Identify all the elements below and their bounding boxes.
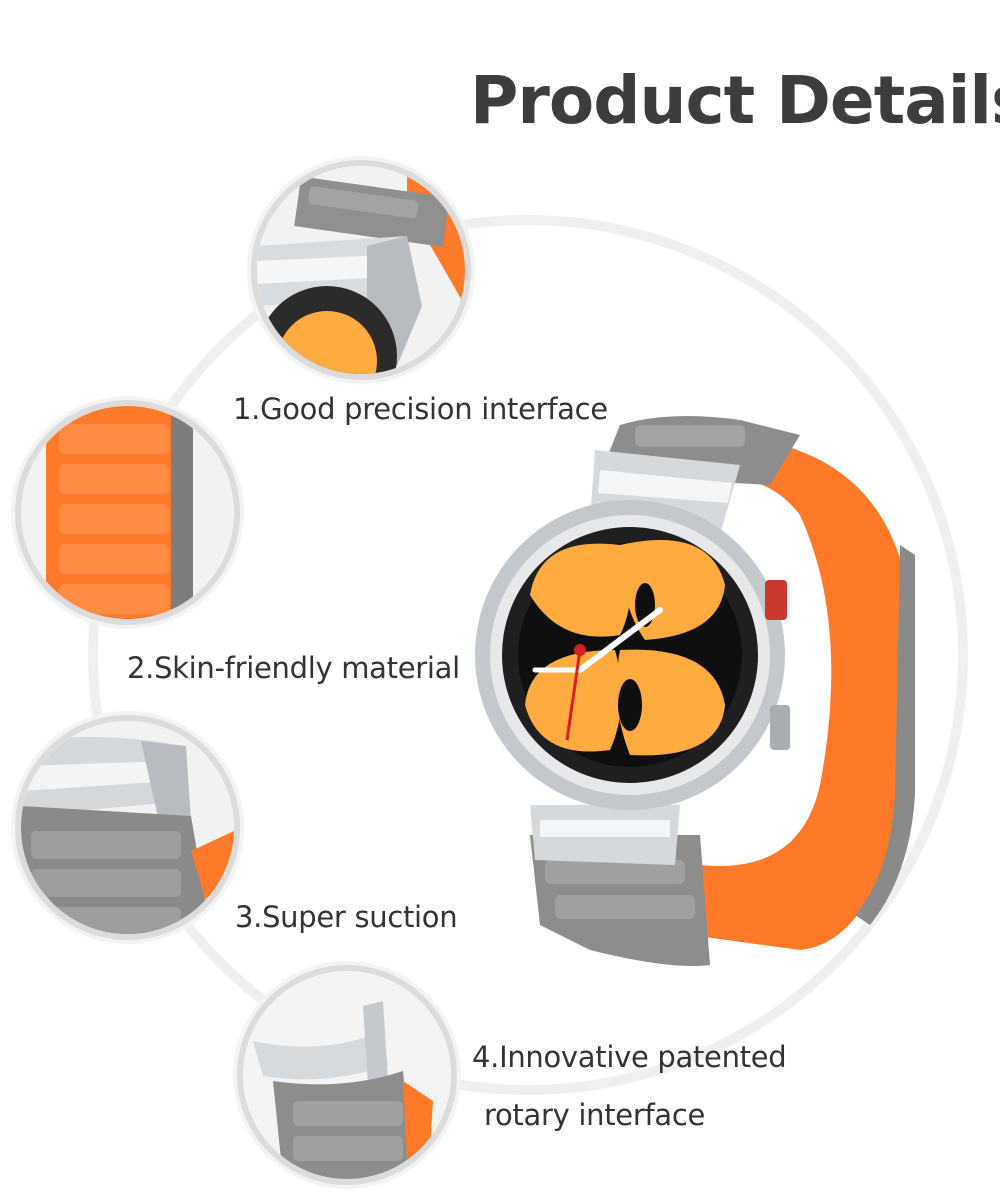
detail-image-precision-interface bbox=[251, 160, 471, 380]
feature-label-rotary-interface-line2: rotary interface bbox=[484, 1098, 706, 1132]
detail-image-skin-friendly-material bbox=[15, 400, 240, 625]
main-watch-image bbox=[470, 405, 930, 970]
feature-label-skin-friendly-material: 2.Skin-friendly material bbox=[127, 651, 460, 685]
decorative-ring bbox=[88, 215, 968, 1095]
feature-label-rotary-interface-line1: 4.Innovative patented bbox=[472, 1040, 787, 1074]
detail-image-rotary-interface bbox=[237, 965, 457, 1185]
page-title: Product Details bbox=[470, 62, 1000, 139]
feature-label-super-suction: 3.Super suction bbox=[235, 900, 458, 934]
detail-image-super-suction bbox=[15, 715, 240, 940]
feature-label-precision-interface: 1.Good precision interface bbox=[233, 392, 608, 426]
